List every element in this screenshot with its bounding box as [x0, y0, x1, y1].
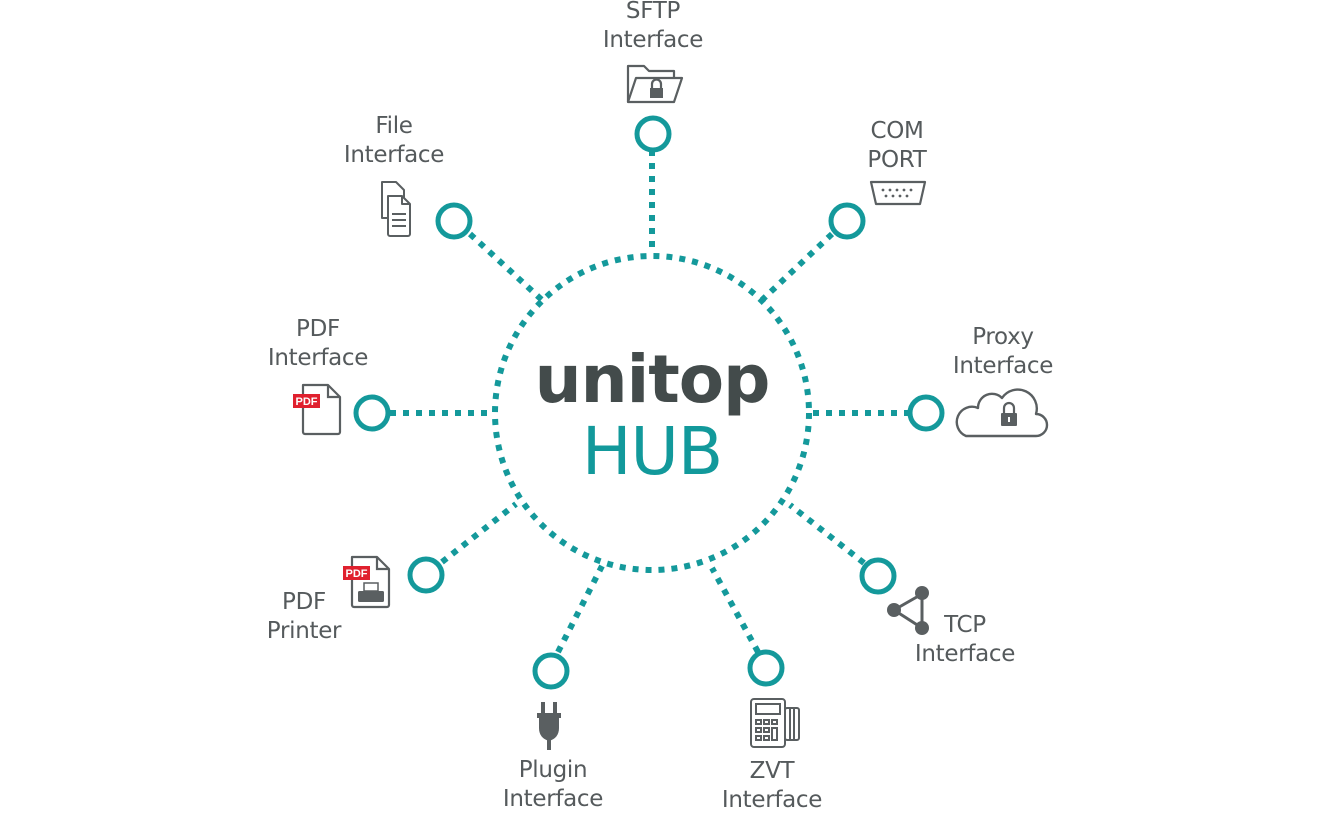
endpoint-zvt[interactable]: [747, 649, 785, 687]
label-line: PORT: [867, 147, 927, 173]
spoke-file: [467, 231, 545, 303]
label-line: Interface: [343, 142, 445, 168]
label-line: Interface: [721, 787, 823, 813]
pdf-badge: PDF: [296, 396, 318, 408]
serial-port-icon: [869, 180, 927, 206]
spokes: [390, 150, 910, 654]
pdf-printer-icon: PDF: [343, 555, 391, 609]
label-line: ZVT: [749, 758, 795, 784]
endpoint-com[interactable]: [828, 202, 866, 240]
endpoint-proxy[interactable]: [907, 394, 945, 432]
network-nodes-icon: [887, 586, 929, 635]
payment-terminal-icon: [750, 698, 800, 748]
label-line: TCP: [944, 612, 986, 638]
spoke-tcp: [788, 502, 866, 566]
label-proxy: Proxy Interface: [952, 323, 1054, 381]
label-line: Interface: [267, 345, 369, 371]
hub-subtitle: HUB: [581, 413, 723, 490]
spoke-com: [759, 231, 835, 303]
label-line: Interface: [914, 641, 1016, 667]
label-file: File Interface: [343, 112, 445, 170]
label-tcp: TCP Interface: [914, 611, 1016, 669]
spoke-plugin: [555, 564, 605, 654]
endpoints: [353, 115, 945, 690]
label-line: Interface: [602, 27, 704, 53]
pdf-badge: PDF: [346, 568, 368, 580]
spoke-pdfprinter: [440, 501, 518, 565]
pdf-file-icon: PDF: [293, 383, 342, 436]
label-pdfprinter: PDF Printer: [266, 588, 342, 646]
label-sftp: SFTP Interface: [602, 0, 704, 55]
label-com: COM PORT: [867, 117, 926, 175]
plug-icon: [537, 702, 561, 750]
label-line: PDF: [296, 316, 340, 342]
endpoint-sftp[interactable]: [634, 115, 672, 153]
hub-ring: [492, 253, 812, 573]
label-plugin: Plugin Interface: [502, 756, 604, 814]
label-zvt: ZVT Interface: [721, 757, 823, 815]
label-line: Plugin: [518, 757, 588, 783]
label-line: PDF: [282, 589, 326, 615]
label-line: File: [375, 113, 413, 139]
hub-title: unitop: [534, 341, 771, 418]
label-pdf: PDF Interface: [267, 315, 369, 373]
endpoint-tcp[interactable]: [859, 557, 897, 595]
endpoint-file[interactable]: [435, 202, 473, 240]
label-line: Interface: [952, 353, 1054, 379]
endpoint-pdfprinter[interactable]: [407, 556, 445, 594]
endpoint-pdf[interactable]: [353, 394, 391, 432]
folder-lock-icon: [626, 64, 684, 104]
spoke-zvt: [709, 566, 761, 654]
endpoint-plugin[interactable]: [532, 652, 570, 690]
documents-icon: [381, 181, 411, 237]
label-line: SFTP: [625, 0, 681, 24]
label-line: Interface: [502, 786, 604, 812]
label-line: Printer: [266, 618, 342, 644]
cloud-lock-icon: [955, 388, 1049, 438]
label-line: Proxy: [972, 324, 1034, 350]
label-line: COM: [870, 118, 924, 144]
